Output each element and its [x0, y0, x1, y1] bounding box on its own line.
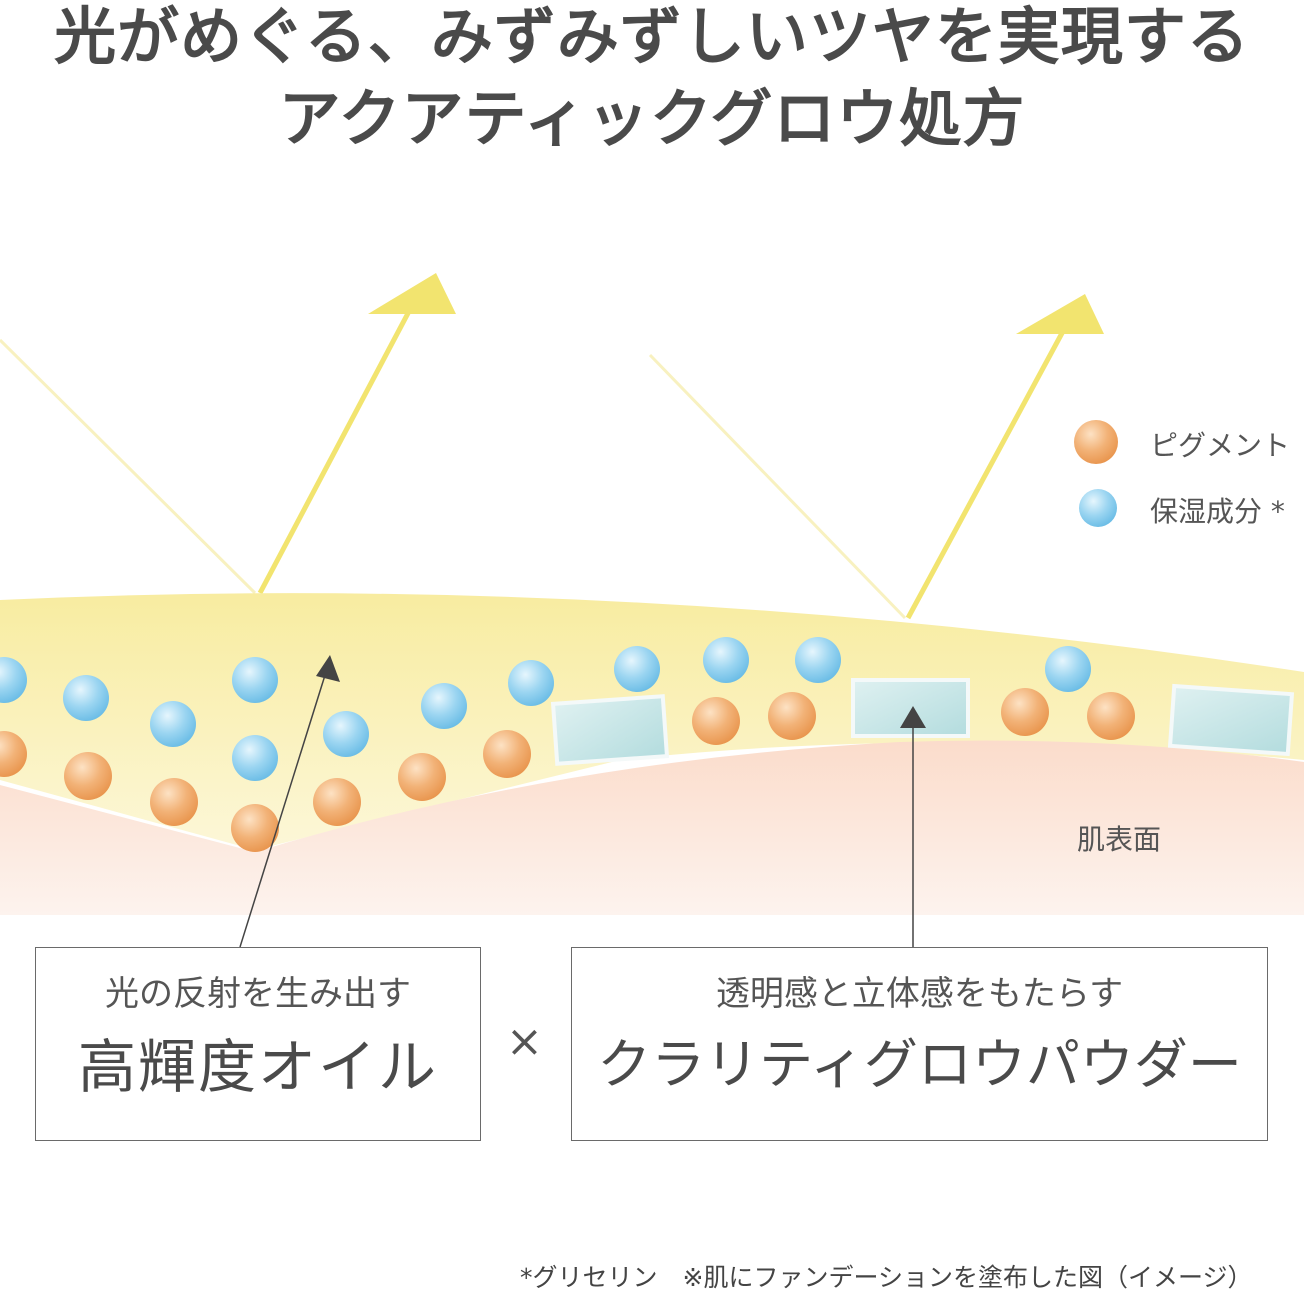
powder-ingredient-caption: 透明感と立体感をもたらす	[715, 974, 1124, 1014]
moisture-particle	[703, 637, 749, 683]
footnote: *グリセリン ※肌にファンデーションを塗布した図（イメージ）	[520, 1263, 1253, 1292]
oil-pointer-arrowhead	[316, 655, 340, 682]
moisture-particle	[614, 646, 660, 692]
moisture-particle	[323, 711, 369, 757]
legend-moisture-marker	[1079, 489, 1117, 527]
pigment-particle	[1001, 688, 1049, 736]
moisture-particle	[795, 637, 841, 683]
pigment-particle	[231, 804, 279, 852]
pigment-particle	[313, 778, 361, 826]
legend-pigment-label: ピグメント	[1150, 429, 1291, 462]
skin-surface-label: 肌表面	[1077, 823, 1162, 856]
moisture-particle	[232, 657, 278, 703]
multiply-symbol: ×	[506, 1016, 543, 1067]
pigment-particle	[150, 778, 198, 826]
moisture-particle	[0, 657, 27, 703]
moisture-particle	[421, 683, 467, 729]
pigment-particles	[0, 688, 1135, 852]
powder-pointer-arrowhead	[900, 706, 926, 728]
pigment-particle	[768, 692, 816, 740]
moisture-particle	[63, 675, 109, 721]
headline-line-2: アクアティックグロウ処方	[278, 82, 1026, 155]
powder-ingredient-name: クラリティグロウパウダー	[597, 1032, 1242, 1096]
legend-pigment-marker	[1074, 420, 1118, 464]
powder-flake	[1167, 683, 1295, 757]
headline-line-1: 光がめぐる、みずみずしいツヤを実現する	[54, 0, 1250, 73]
incoming-light-ray-right	[648, 353, 907, 620]
oil-ingredient-caption: 光の反射を生み出す	[105, 974, 411, 1014]
powder-ingredient-box: 透明感と立体感をもたらす クラリティグロウパウダー	[571, 947, 1268, 1141]
pigment-particle	[64, 752, 112, 800]
pigment-particle	[692, 697, 740, 745]
moisture-particle	[508, 660, 554, 706]
pigment-particle	[0, 731, 27, 777]
skin-surface	[0, 740, 1304, 915]
moisture-particle	[150, 701, 196, 747]
pigment-particle	[483, 730, 531, 778]
reflected-light-ray-right	[905, 320, 1071, 620]
oil-ingredient-name: 高輝度オイル	[77, 1032, 438, 1101]
moisture-particles	[0, 637, 1091, 781]
reflected-light-ray-left	[257, 298, 418, 595]
legend-moisture-label: 保湿成分 *	[1150, 495, 1285, 528]
oil-ingredient-box: 光の反射を生み出す 高輝度オイル	[35, 947, 481, 1141]
pigment-particle	[398, 753, 446, 801]
oil-pointer-line	[239, 671, 327, 948]
incoming-light-ray-left	[0, 338, 257, 595]
moisture-particle	[1045, 646, 1091, 692]
reflected-light-arrowhead-right	[1016, 294, 1104, 334]
reflected-light-arrowhead-left	[368, 273, 456, 314]
pigment-particle	[1087, 692, 1135, 740]
moisture-particle	[232, 735, 278, 781]
powder-flake	[550, 694, 670, 766]
